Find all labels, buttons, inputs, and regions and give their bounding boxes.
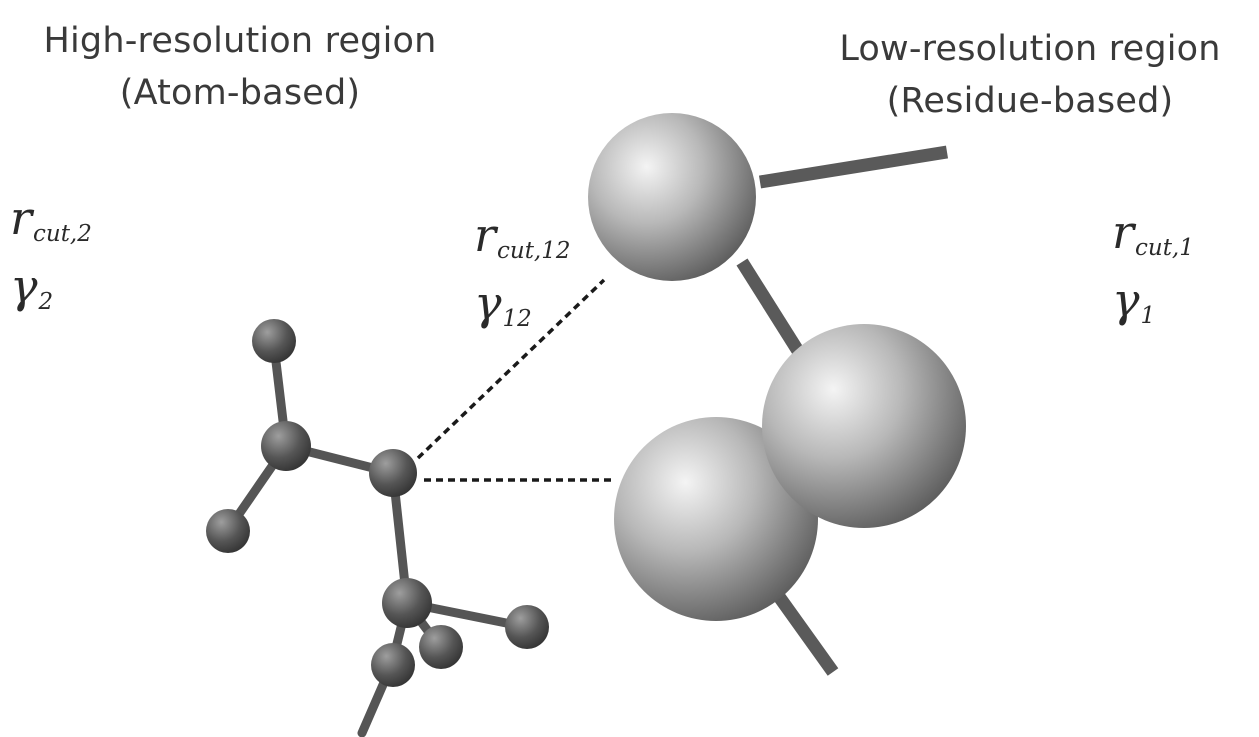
atom xyxy=(382,578,432,628)
residue-bond-top-tail xyxy=(758,145,949,189)
atom xyxy=(206,509,250,553)
low-region-subtitle: (Residue-based) xyxy=(886,81,1174,121)
residue-bond-top-middle xyxy=(736,258,811,366)
atom xyxy=(371,643,415,687)
cross-region-parameters: rcut,12 γ12 xyxy=(474,209,571,345)
residue-bead-top xyxy=(588,113,756,281)
atom xyxy=(261,421,311,471)
high-region-subtitle: (Atom-based) xyxy=(119,73,361,113)
dashed-interaction-upper xyxy=(416,278,606,460)
high-region-parameters: rcut,2 γ2 xyxy=(10,192,92,328)
low-region-parameters: rcut,1 γ1 xyxy=(1112,206,1194,342)
low-resolution-region-label: Low-resolution region (Residue-based) xyxy=(795,23,1259,127)
friction-gamma-low: γ1 xyxy=(1112,273,1156,329)
residue-bead-right xyxy=(762,324,966,528)
residue-bead-lower-left xyxy=(614,417,818,621)
cross-interactions xyxy=(416,278,612,482)
cutoff-radius-low: rcut,1 xyxy=(1112,205,1194,261)
low-region-title: Low-resolution region xyxy=(839,29,1221,69)
high-region-title: High-resolution region xyxy=(43,21,437,61)
atom xyxy=(252,319,296,363)
high-resolution-region-label: High-resolution region (Atom-based) xyxy=(0,15,480,119)
friction-gamma-cross: γ12 xyxy=(474,276,532,332)
cutoff-radius-high: rcut,2 xyxy=(10,191,92,247)
atom xyxy=(505,605,549,649)
friction-gamma-high: γ2 xyxy=(10,259,54,315)
atoms xyxy=(206,319,549,687)
atom-central xyxy=(369,449,417,497)
residue-beads xyxy=(588,113,966,621)
atom xyxy=(419,625,463,669)
cutoff-radius-cross: rcut,12 xyxy=(474,208,571,264)
